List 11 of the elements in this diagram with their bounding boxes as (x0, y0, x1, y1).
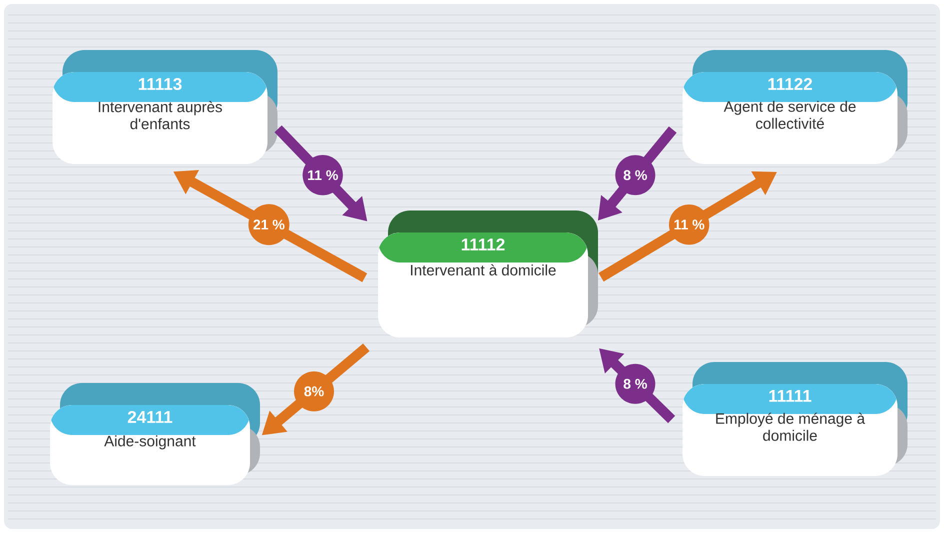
edge-label: 8 % (615, 155, 656, 196)
card-box: 11113 Intervenant auprès d'enfants (52, 50, 278, 164)
edge-label: 21 % (248, 204, 290, 246)
edge-label: 11 % (668, 204, 710, 245)
edge-label: 8% (294, 371, 334, 412)
edge-label: 11 % (302, 155, 343, 196)
card-box: 11111 Employé de ménage à domicile (682, 362, 908, 476)
edge-label: 8 % (615, 364, 656, 404)
card-box: 24111 Aide-soignant (50, 383, 260, 485)
card-box: 11122 Agent de service de collectivité (682, 50, 908, 164)
card-box: 11112 Intervenant à domicile (378, 210, 598, 338)
